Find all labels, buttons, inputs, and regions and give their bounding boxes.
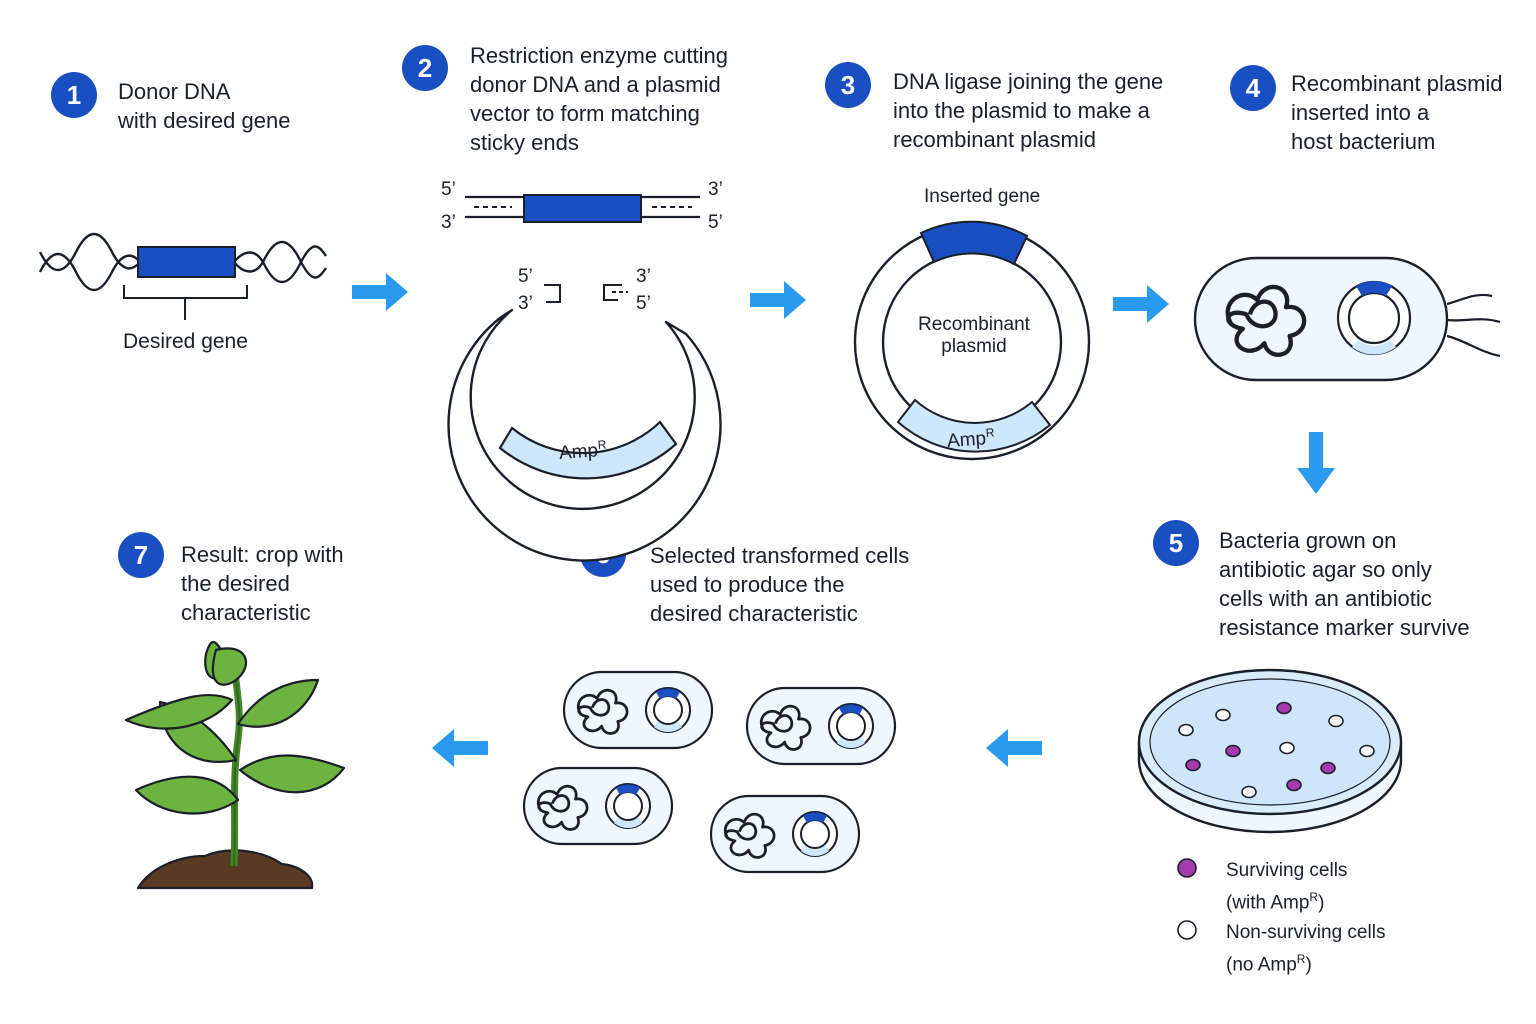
inserted-gene-label: Inserted gene: [924, 186, 1041, 207]
step-2-line: vector to form matching: [470, 101, 700, 126]
step-5-line: Bacteria grown on: [1219, 528, 1397, 553]
step-4-text: Recombinant plasmid inserted into a host…: [1291, 69, 1503, 156]
step-5-line: resistance marker survive: [1219, 615, 1470, 640]
surviving-legend-label: Surviving cells (with AmpR): [1226, 857, 1347, 916]
legend-line: Non-surviving cells: [1226, 922, 1386, 943]
surviving-colony: [1225, 744, 1241, 758]
arrow-right-icon: [352, 273, 408, 311]
non-surviving-colony: [1215, 708, 1231, 722]
step-1-line: Donor DNA: [118, 79, 231, 104]
step-6-text: Selected transformed cells used to produ…: [650, 541, 909, 628]
arrow-left-icon: [432, 729, 488, 767]
arrow-down-icon: [1297, 432, 1335, 494]
three-prime-label: 3’: [708, 179, 723, 200]
step-6-line: desired characteristic: [650, 601, 858, 626]
three-prime-label: 3’: [441, 212, 456, 233]
step-2-line: donor DNA and a plasmid: [470, 72, 721, 97]
recombinant-plasmid-icon: [853, 220, 1091, 461]
step-4-badge: 4: [1230, 65, 1276, 111]
five-prime-label: 5’: [708, 212, 723, 233]
non-surviving-colony: [1279, 741, 1295, 755]
non-surviving-legend-label: Non-surviving cells (no AmpR): [1226, 919, 1385, 978]
plant-icon: [124, 640, 346, 890]
five-prime-label: 5’: [636, 293, 651, 314]
legend-sup: R: [1296, 952, 1306, 966]
legend-text: ): [1318, 892, 1325, 914]
step-3-line: into the plasmid to make a: [893, 98, 1150, 123]
surviving-colony: [1320, 761, 1336, 775]
colonies: [1178, 701, 1375, 799]
ampr-label: AmpR: [558, 437, 607, 465]
legend-sup: R: [1309, 890, 1319, 904]
step-3-badge: 3: [825, 62, 871, 108]
step-2-line: Restriction enzyme cutting: [470, 43, 728, 68]
five-prime-label: 5’: [441, 179, 456, 200]
non-surviving-colony: [1359, 744, 1375, 758]
legend-line: (with AmpR): [1226, 884, 1347, 916]
step-5-line: antibiotic agar so only: [1219, 557, 1432, 582]
step-7-badge: 7: [118, 532, 164, 578]
legend-text: (no Amp: [1226, 954, 1297, 976]
open-plasmid-icon: [447, 284, 722, 562]
non-surviving-colony: [1241, 785, 1257, 799]
step-2-line: sticky ends: [470, 130, 579, 155]
transformed-cell: [709, 794, 861, 874]
step-7-line: the desired: [181, 571, 290, 596]
step-3-line: recombinant plasmid: [893, 127, 1096, 152]
step-4-line: Recombinant plasmid: [1291, 71, 1503, 96]
step-2-text: Restriction enzyme cutting donor DNA and…: [470, 41, 728, 157]
legend-line: Surviving cells: [1226, 860, 1348, 881]
ampr-sup: R: [597, 437, 607, 452]
step-6-line: used to produce the: [650, 572, 845, 597]
step-1-line: with desired gene: [118, 108, 291, 133]
non-surviving-colony: [1178, 723, 1194, 737]
transformed-cell: [522, 766, 674, 846]
step-7-text: Result: crop with the desired characteri…: [181, 540, 344, 627]
step-4-line: host bacterium: [1291, 129, 1436, 154]
legend-line: (no AmpR): [1226, 946, 1385, 978]
legend-text: ): [1305, 954, 1312, 976]
five-prime-label: 5’: [518, 266, 533, 287]
arrow-right-icon: [750, 281, 806, 319]
ampr-label: AmpR: [946, 425, 995, 453]
surviving-legend-dot: [1177, 858, 1197, 878]
step-3-line: DNA ligase joining the gene: [893, 69, 1164, 94]
step-5-line: cells with an antibiotic: [1219, 586, 1432, 611]
dna-helix-icon: [38, 233, 327, 320]
ampr-text: Amp: [946, 428, 987, 452]
non-surviving-legend-dot: [1177, 920, 1197, 940]
recombinant-plasmid-label: Recombinant plasmid: [916, 314, 1032, 358]
bacterium-icon: [1193, 256, 1501, 382]
step-1-badge: 1: [51, 72, 97, 118]
step-4-line: inserted into a: [1291, 100, 1430, 125]
non-surviving-colony: [1328, 714, 1344, 728]
recombinant-line: Recombinant: [918, 314, 1030, 335]
step-5-badge: 5: [1153, 520, 1199, 566]
three-prime-label: 3’: [518, 293, 533, 314]
step-3-text: DNA ligase joining the gene into the pla…: [893, 67, 1163, 154]
three-prime-label: 3’: [636, 266, 651, 287]
surviving-colony: [1185, 758, 1201, 772]
surviving-colony: [1276, 701, 1292, 715]
desired-gene-block: [137, 246, 236, 278]
surviving-colony: [1286, 778, 1302, 792]
desired-gene-label: Desired gene: [123, 330, 248, 353]
step-6-line: Selected transformed cells: [650, 543, 910, 568]
step-2-badge: 2: [402, 45, 448, 91]
transformed-cell: [562, 670, 714, 750]
step-7-line: Result: crop with: [181, 542, 344, 567]
ampr-sup: R: [985, 425, 995, 440]
arrow-right-icon: [1113, 285, 1169, 323]
step-5-text: Bacteria grown on antibiotic agar so onl…: [1219, 526, 1470, 642]
ampr-text: Amp: [558, 440, 599, 464]
transformed-cell: [745, 686, 897, 766]
legend-text: (with Amp: [1226, 892, 1310, 914]
arrow-left-icon: [986, 729, 1042, 767]
step-7-line: characteristic: [181, 600, 311, 625]
step-1-text: Donor DNA with desired gene: [118, 77, 290, 135]
cut-gene-fragment: [465, 194, 700, 223]
recombinant-line: plasmid: [941, 336, 1007, 357]
